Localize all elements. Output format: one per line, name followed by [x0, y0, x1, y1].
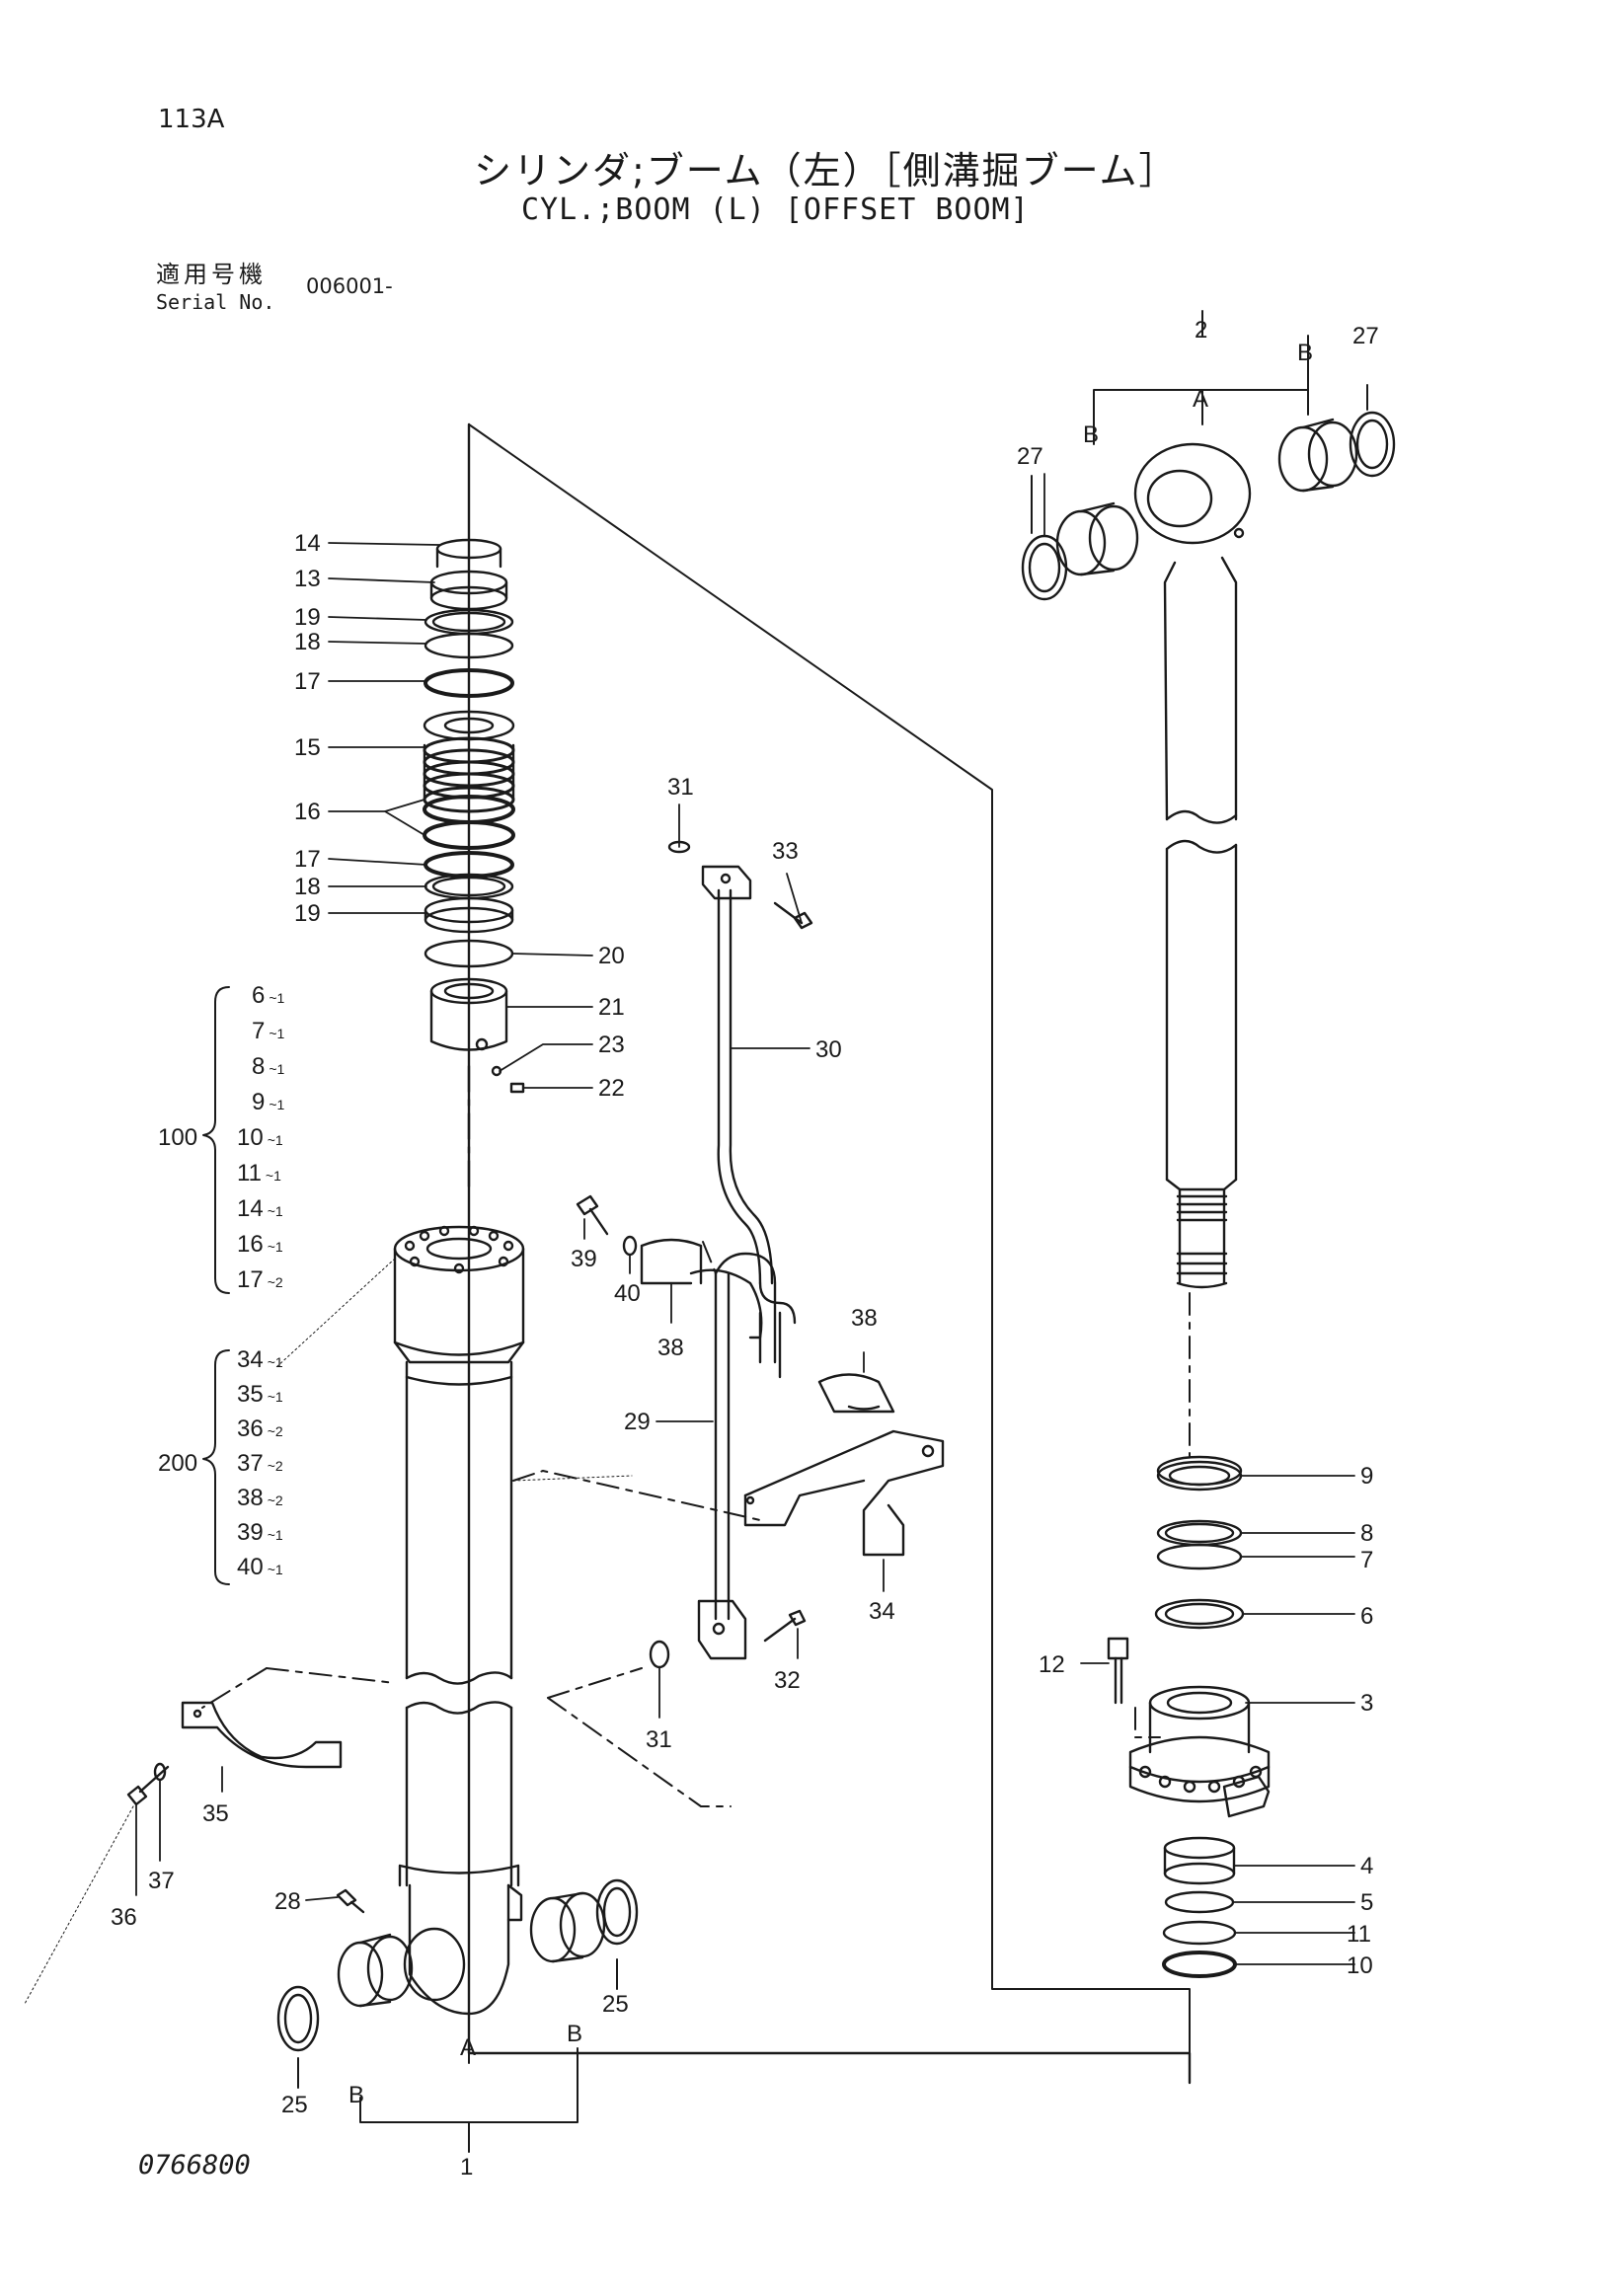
drawing-number: 0766800	[138, 2150, 251, 2181]
callout-3: 3	[1360, 1690, 1373, 1717]
bottom-bushings	[276, 1878, 639, 2052]
serial-label-en: Serial No.	[156, 290, 275, 314]
piston-rod	[1021, 411, 1396, 1289]
assembly-letter-b-bottom-left: B	[348, 2082, 364, 2108]
kit-item: 8~1	[252, 1053, 285, 1080]
callout-16: 16	[294, 799, 321, 825]
callout-39: 39	[571, 1246, 597, 1272]
cylinder-tube	[393, 1225, 525, 2016]
kit-100-list: 6~1 7~1 8~1 9~1 10~1 11~1 14~1 16~1 17~2	[237, 982, 285, 1293]
assembly-letter-a-top: A	[1193, 386, 1208, 413]
callout-13: 13	[294, 566, 321, 592]
kit-item: 40~1	[237, 1554, 283, 1580]
kit-100-label: 100	[158, 1124, 197, 1151]
head-seal-stack	[423, 538, 525, 1196]
callout-19b: 19	[294, 900, 321, 927]
callout-31b: 31	[646, 1726, 672, 1753]
kit-item: 14~1	[237, 1195, 283, 1222]
kit-item: 36~2	[237, 1416, 283, 1442]
kit-item: 37~2	[237, 1450, 283, 1477]
callout-8: 8	[1360, 1520, 1373, 1547]
kit-item: 17~2	[237, 1266, 283, 1293]
kit-item: 38~2	[237, 1485, 283, 1511]
leader-lines	[135, 473, 1355, 1965]
callout-30: 30	[815, 1036, 842, 1063]
callout-27: 27	[1352, 323, 1379, 349]
callout-32: 32	[774, 1667, 801, 1694]
title-japanese: シリンダ;ブーム（左）［側溝掘ブーム］	[474, 149, 1179, 192]
callout-12: 12	[1039, 1651, 1065, 1678]
kit-item: 11~1	[237, 1160, 281, 1186]
callout-labels: 14 13 19 18 17 15 16 17 18 19 20 21 23 2…	[111, 317, 1379, 2181]
callout-38b: 38	[851, 1305, 878, 1332]
serial-label-jp: 適用号機	[156, 261, 267, 288]
kit-200-list: 34~1 35~1 36~2 37~2 38~2 39~1 40~1	[237, 1346, 283, 1580]
callout-1: 1	[460, 2154, 473, 2181]
kit-item: 10~1	[237, 1124, 283, 1151]
callout-31: 31	[667, 774, 694, 801]
callout-19: 19	[294, 604, 321, 631]
kit-item: 7~1	[252, 1018, 285, 1044]
assembly-brackets	[297, 310, 1368, 2153]
callout-10: 10	[1347, 1952, 1373, 1979]
callout-25b: 25	[281, 2092, 308, 2118]
kit-item: 9~1	[252, 1089, 285, 1115]
callout-9: 9	[1360, 1463, 1373, 1490]
callout-23: 23	[598, 1032, 625, 1058]
title-english: CYL.;BOOM (L) [OFFSET BOOM]	[521, 192, 1030, 227]
callout-2: 2	[1195, 317, 1207, 344]
callout-7: 7	[1360, 1547, 1373, 1573]
callout-21: 21	[598, 994, 625, 1021]
kit-braces	[202, 986, 230, 1585]
kit-item: 34~1	[237, 1346, 283, 1373]
assembly-letter-a-bottom: A	[460, 2034, 476, 2061]
callout-17: 17	[294, 668, 321, 695]
callout-14: 14	[294, 530, 321, 557]
callout-11: 11	[1347, 1921, 1371, 1948]
callout-22: 22	[598, 1075, 625, 1102]
callout-34: 34	[869, 1598, 895, 1625]
callout-29: 29	[624, 1409, 651, 1435]
assembly-letter-b-top-right: B	[1297, 340, 1313, 366]
grease-fitting	[336, 1888, 365, 1914]
callout-36: 36	[111, 1904, 137, 1931]
kit-item: 35~1	[237, 1381, 283, 1408]
callout-28: 28	[274, 1888, 301, 1915]
pipe-assembly	[126, 840, 945, 1806]
kit-200-label: 200	[158, 1450, 197, 1477]
assembly-letter-b-bottom-right: B	[567, 2021, 582, 2047]
assembly-letter-b-top-left: B	[1083, 421, 1099, 448]
callout-4: 4	[1360, 1853, 1373, 1879]
callout-18b: 18	[294, 874, 321, 900]
callout-15: 15	[294, 734, 321, 761]
page-number: 113A	[158, 105, 225, 134]
callout-6: 6	[1360, 1603, 1373, 1630]
kit-item: 6~1	[252, 982, 285, 1009]
serial-number: 006001-	[306, 274, 393, 298]
callout-20: 20	[598, 943, 625, 969]
callout-5: 5	[1360, 1889, 1373, 1916]
callout-37: 37	[148, 1868, 175, 1894]
thin-leader-lines	[24, 1258, 633, 2005]
callout-25: 25	[602, 1991, 629, 2018]
callout-18: 18	[294, 629, 321, 655]
kit-item: 16~1	[237, 1231, 283, 1258]
kit-item: 39~1	[237, 1519, 283, 1546]
callout-17b: 17	[294, 846, 321, 873]
callout-27b: 27	[1017, 443, 1043, 470]
construction-lines	[201, 1241, 1191, 1807]
callout-35: 35	[202, 1800, 229, 1827]
callout-33: 33	[772, 838, 799, 865]
rod-cover-stack	[1107, 1455, 1271, 1978]
callout-38: 38	[657, 1335, 684, 1361]
callout-40: 40	[614, 1280, 641, 1307]
